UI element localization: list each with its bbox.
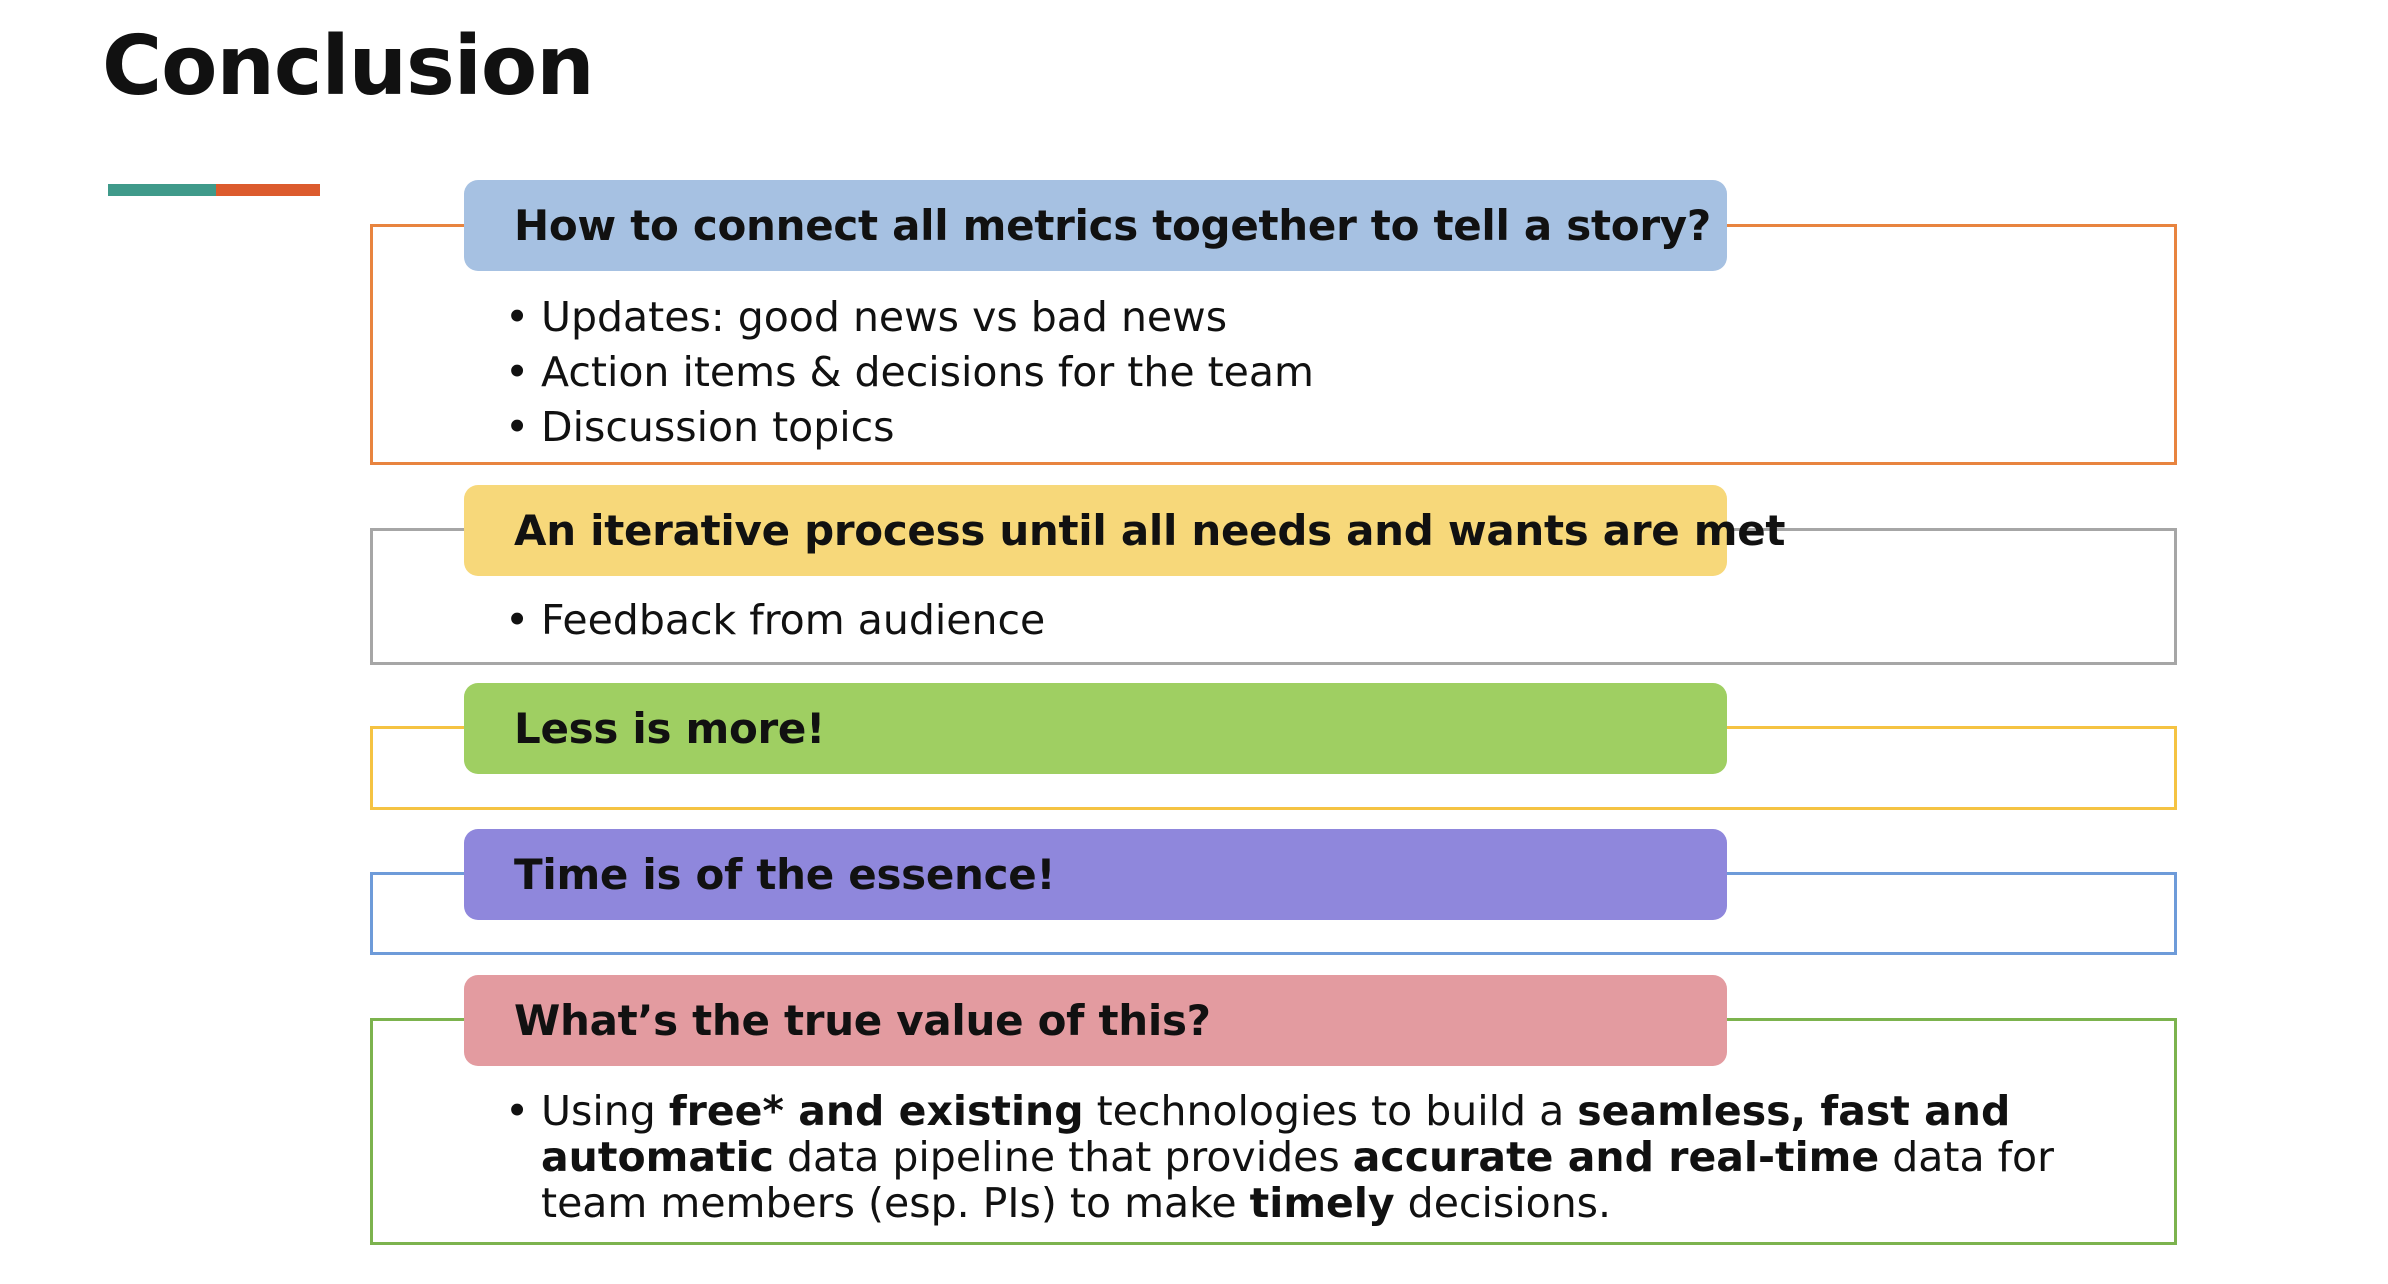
text-run: decisions. (1394, 1179, 1612, 1227)
list-item-text: Updates: good news vs bad news (541, 293, 1228, 341)
section-header-true-value: What’s the true value of this? (464, 975, 1727, 1066)
list-item: •Action items & decisions for the team (505, 345, 1314, 400)
list-item-text: Feedback from audience (541, 596, 1046, 644)
true-value-paragraph: • Using free* and existing technologies … (505, 1088, 2065, 1226)
section-bullets-story: •Updates: good news vs bad news •Action … (505, 290, 1314, 455)
list-item-text: Discussion topics (541, 403, 895, 451)
bold-run: seamless, fast and automatic (541, 1087, 2011, 1181)
section-header-iterative: An iterative process until all needs and… (464, 485, 1786, 576)
bullet-dot: • (505, 348, 530, 396)
list-item: •Updates: good news vs bad news (505, 290, 1314, 345)
bold-run: free* and existing (668, 1087, 1084, 1135)
section-bullets-iterative: •Feedback from audience (505, 593, 1045, 648)
text-run: Using (541, 1087, 669, 1135)
bullet-dot: • (505, 293, 530, 341)
section-header-story: How to connect all metrics together to t… (464, 180, 1727, 271)
slide-title: Conclusion (102, 19, 595, 114)
bullet-dot: • (505, 1087, 530, 1135)
text-run: data pipeline that provides (773, 1133, 1353, 1181)
text-run: data for team members (esp. PIs) to make (541, 1133, 2054, 1227)
section-header-time: Time is of the essence! (464, 829, 1727, 920)
accent-bar-orange (216, 184, 320, 196)
list-item-text: Action items & decisions for the team (541, 348, 1314, 396)
accent-bar-teal (108, 184, 216, 196)
text-run: technologies to build a (1083, 1087, 1578, 1135)
bullet-dot: • (505, 596, 530, 644)
list-item: •Discussion topics (505, 400, 1314, 455)
section-header-less-is-more: Less is more! (464, 683, 1727, 774)
list-item: •Feedback from audience (505, 593, 1045, 648)
bullet-dot: • (505, 403, 530, 451)
bold-run: timely (1249, 1179, 1395, 1227)
bold-run: accurate and real-time (1352, 1133, 1880, 1181)
